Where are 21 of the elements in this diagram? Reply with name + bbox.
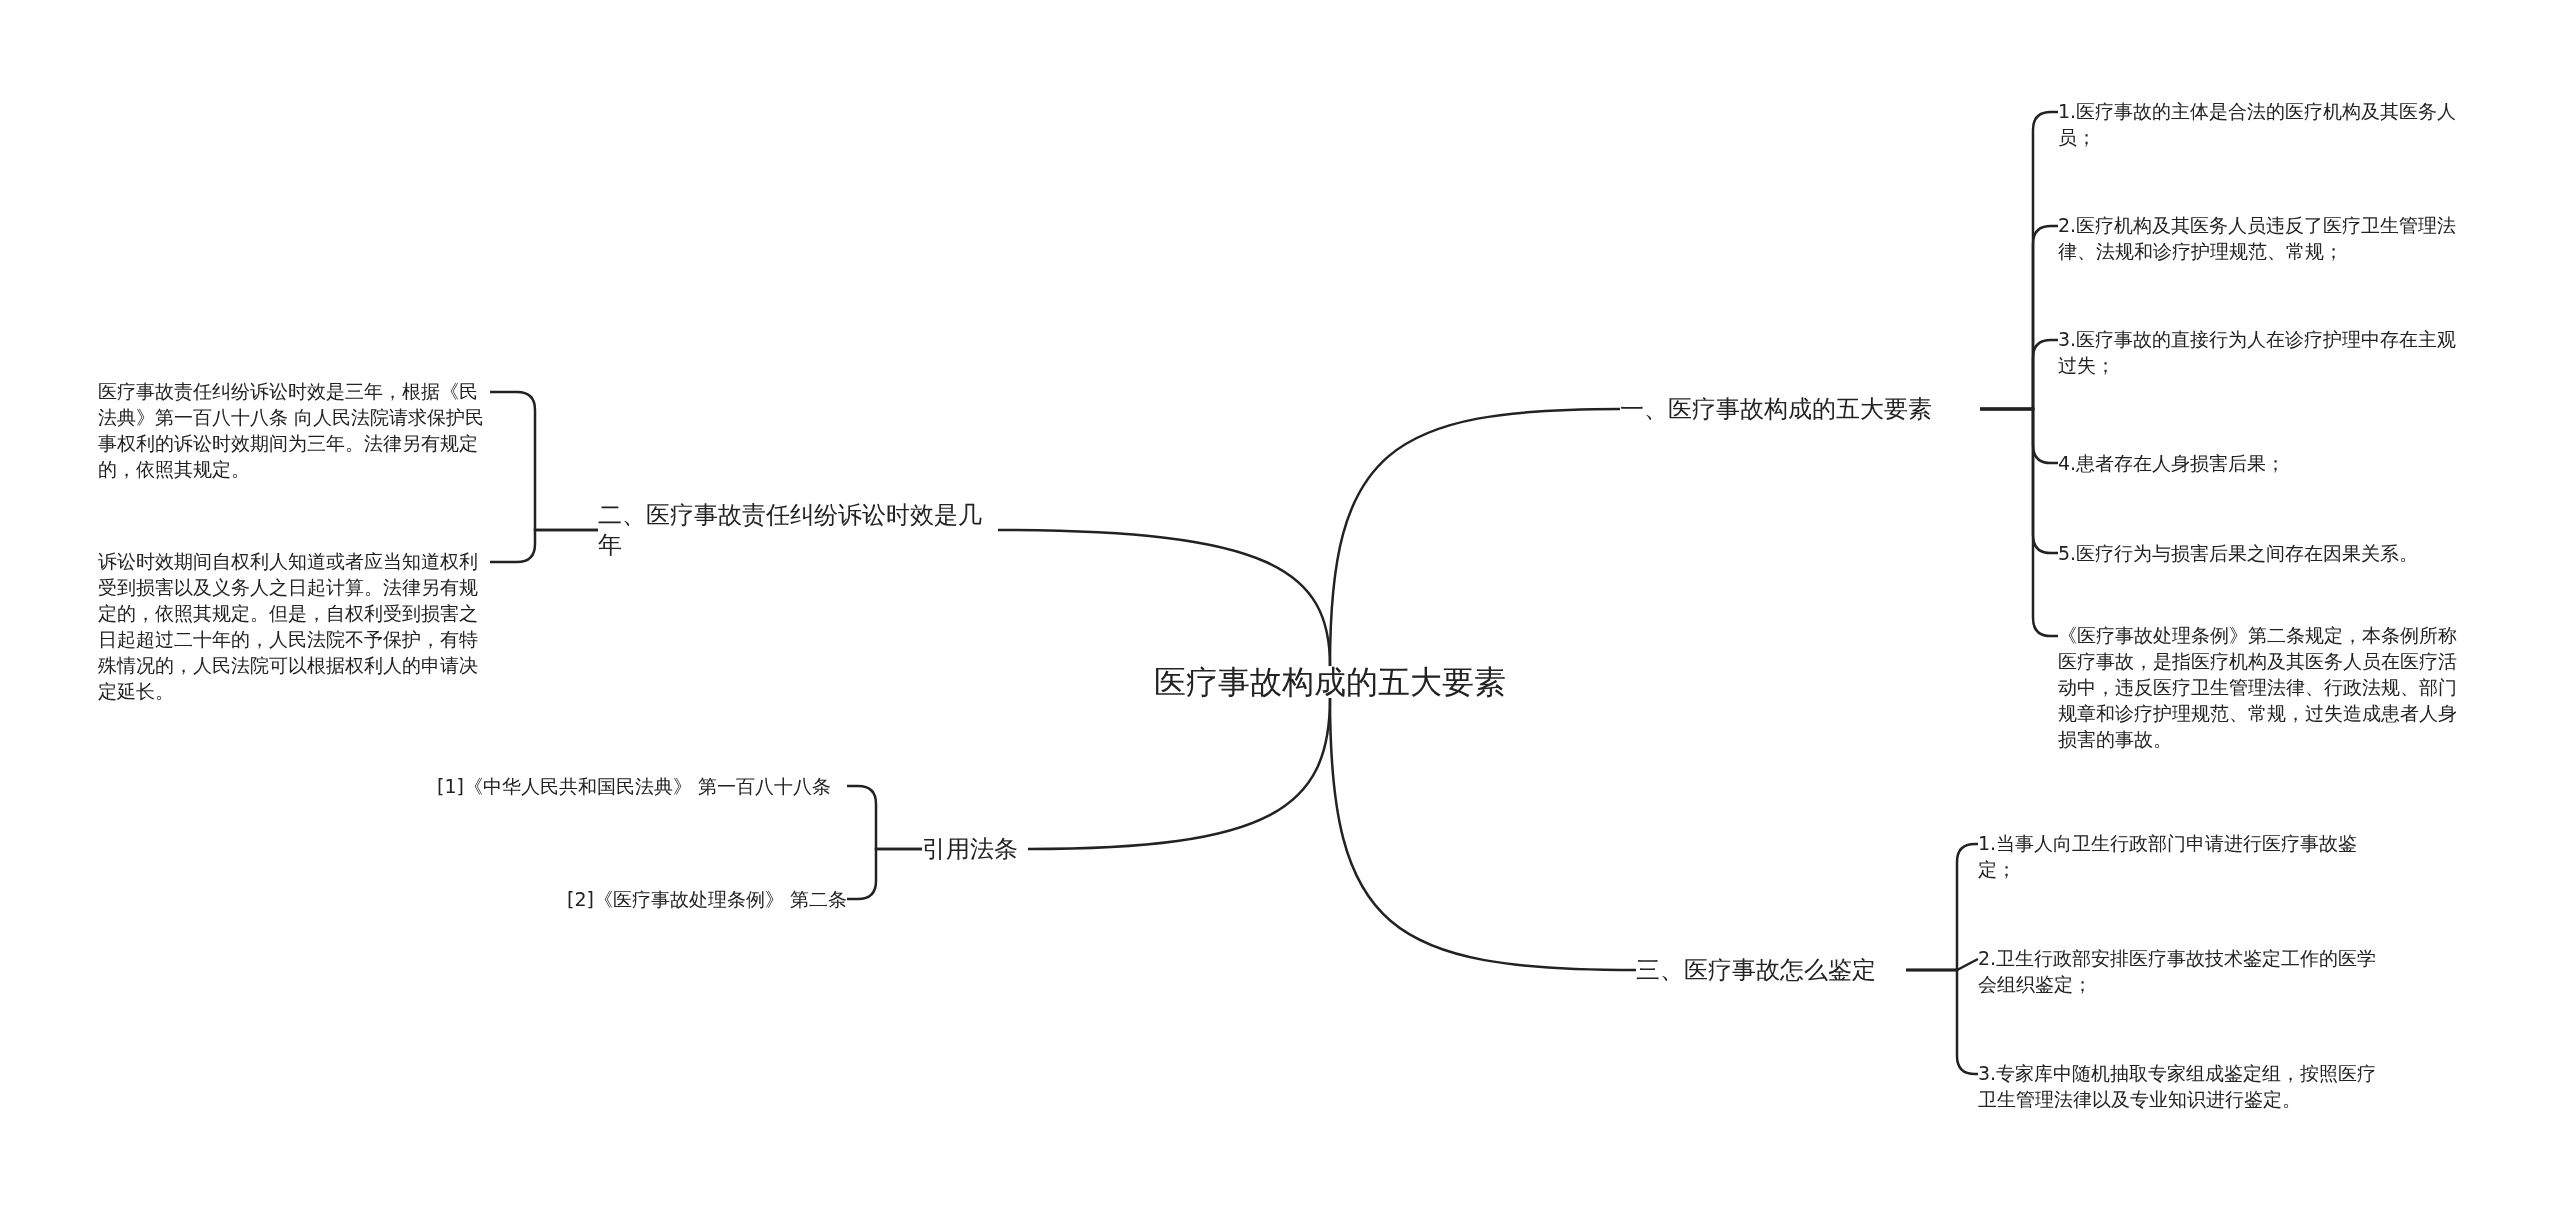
central-topic: 医疗事故构成的五大要素 bbox=[1153, 662, 1507, 702]
topic-text: 2.医疗机构及其医务人员违反了医疗卫生管理法律、法规和诊疗护理规范、常规； bbox=[2058, 213, 2458, 264]
topic-text: 3.医疗事故的直接行为人在诊疗护理中存在主观过失； bbox=[2058, 327, 2458, 378]
connector-line bbox=[490, 528, 598, 564]
topic-text: 诉讼时效期间自权利人知道或者应当知道权利受到损害以及义务人之日起计算。法律另有规定的，依照其规定。但是，自权利受到损害之日起超过二十年的，人民法院不予保护，有特殊情况的，人民法院可以根据权利人的申请决定延长。 bbox=[98, 549, 479, 704]
topic-text: 5.医疗行为与损害后果之间存在因果关系。 bbox=[2058, 541, 2420, 566]
topic-text: 1.医疗事故的主体是合法的医疗机构及其医务人员； bbox=[2058, 99, 2458, 150]
branch-topic: 引用法条 bbox=[922, 834, 1019, 864]
branch-topic: 三、医疗事故怎么鉴定 bbox=[1636, 955, 1877, 985]
topic-text: 4.患者存在人身损害后果； bbox=[2058, 451, 2287, 476]
topic-text: 2.卫生行政部安排医疗事故技术鉴定工作的医学会组织鉴定； bbox=[1978, 946, 2378, 997]
connector-line bbox=[1328, 697, 1636, 972]
topic-text: [1]《中华人民共和国民法典》 第一百八十八条 bbox=[437, 774, 832, 799]
topic-text: [2]《医疗事故处理条例》 第二条 bbox=[566, 887, 847, 912]
connector-line bbox=[998, 528, 1332, 667]
topic-text: 1.当事人向卫生行政部门申请进行医疗事故鉴定； bbox=[1978, 831, 2359, 882]
topic-text: 医疗事故责任纠纷诉讼时效是三年，根据《民法典》第一百八十八条 向人民法院请求保护民事权利的诉讼时效期间为三年。法律另有规定的，依照其规定。 bbox=[98, 379, 486, 482]
branch-topic: 二、医疗事故责任纠纷诉讼时效是几年 bbox=[598, 500, 983, 560]
topic-text: 《医疗事故处理条例》第二条规定，本条例所称医疗事故，是指医疗机构及其医务人员在医疗活动中，违反医疗卫生管理法律、行政法规、部门规章和诊疗护理规范、常规，过失造成患者人身损害的事故。 bbox=[2058, 623, 2458, 752]
topic-text: 3.专家库中随机抽取专家组成鉴定组，按照医疗卫生管理法律以及专业知识进行鉴定。 bbox=[1978, 1061, 2378, 1112]
branch-topic: 一、医疗事故构成的五大要素 bbox=[1620, 394, 1933, 424]
